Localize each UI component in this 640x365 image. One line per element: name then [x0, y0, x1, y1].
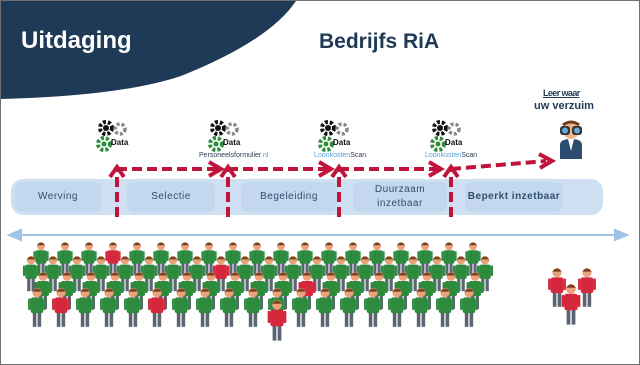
- person-figure: [321, 242, 337, 276]
- person-figure: [412, 288, 430, 327]
- person-figure: [316, 288, 334, 327]
- person-figure: [561, 284, 581, 325]
- gears-icon: [318, 120, 349, 152]
- person-figure: [364, 288, 382, 327]
- person-figure: [393, 242, 409, 276]
- arrowhead: [427, 160, 445, 178]
- person-figure: [436, 288, 454, 327]
- data-label: Data: [333, 138, 351, 147]
- source-label: LoonkostenScan: [314, 152, 367, 159]
- person-figure: [148, 288, 166, 327]
- logo-line-1: Leer waar: [543, 88, 580, 98]
- arrowhead: [538, 152, 557, 170]
- person-figure: [297, 242, 313, 276]
- slide-title: Uitdaging: [21, 27, 132, 54]
- arrowhead: [219, 163, 237, 179]
- gears-icon: [208, 120, 239, 152]
- person-figure: [28, 288, 46, 327]
- person-figure: [465, 242, 481, 276]
- stage-beperkt-inzetbaar: Beperkt inzetbaar: [465, 182, 563, 212]
- stage-selectie: Selectie: [127, 182, 215, 212]
- person-figure: [417, 242, 433, 276]
- person-figure: [267, 300, 287, 341]
- person-figure: [105, 242, 121, 276]
- person-figure: [76, 288, 94, 327]
- arrowhead: [207, 160, 225, 178]
- stage-begeleiding: Begeleiding: [241, 182, 337, 212]
- person-figure: [153, 242, 169, 276]
- person-figure: [340, 288, 358, 327]
- person-figure: [369, 242, 385, 276]
- person-figure: [244, 288, 262, 327]
- arrowhead: [108, 163, 126, 179]
- person-figure: [249, 242, 265, 276]
- subtitle: Bedrijfs RiA: [319, 30, 440, 53]
- person-figure: [441, 242, 457, 276]
- arrowhead: [317, 160, 335, 178]
- person-figure: [201, 242, 217, 276]
- person-figure: [52, 288, 70, 327]
- logo-line-2: uw verzuim: [534, 100, 594, 112]
- person-figure: [124, 288, 142, 327]
- arrowhead: [442, 163, 460, 179]
- double-arrow: [6, 228, 630, 242]
- person-figure: [81, 242, 97, 276]
- person-figure: [177, 242, 193, 276]
- stage-duurzaam-inzetbaar: Duurzaam inzetbaar: [353, 182, 447, 212]
- person-figure: [292, 288, 310, 327]
- person-figure: [196, 288, 214, 327]
- person-figure: [22, 256, 40, 292]
- source-label: Personeelsformulier.nl: [199, 152, 269, 159]
- stage-werving: Werving: [15, 182, 101, 212]
- person-figure: [172, 288, 190, 327]
- source-label: LoonkostenScan: [425, 152, 478, 159]
- gears-icon: [430, 120, 461, 152]
- gears-icon: [96, 120, 127, 152]
- data-label: Data: [445, 138, 463, 147]
- person-figure: [388, 288, 406, 327]
- person-figure: [428, 256, 446, 292]
- person-figure: [578, 268, 596, 307]
- person-figure: [460, 288, 478, 327]
- person-figure: [225, 242, 241, 276]
- person-figure: [273, 242, 289, 276]
- binoculars-person-icon: [560, 120, 582, 159]
- header-background: [1, 1, 296, 99]
- person-figure: [220, 288, 238, 327]
- person-figure: [345, 242, 361, 276]
- person-figure: [57, 242, 73, 276]
- person-figure: [129, 242, 145, 276]
- arrow-segment: [450, 159, 547, 171]
- data-label: Data: [223, 138, 241, 147]
- arrowhead: [330, 163, 348, 179]
- person-figure: [100, 288, 118, 327]
- data-label: Data: [111, 138, 129, 147]
- person-figure: [548, 268, 566, 307]
